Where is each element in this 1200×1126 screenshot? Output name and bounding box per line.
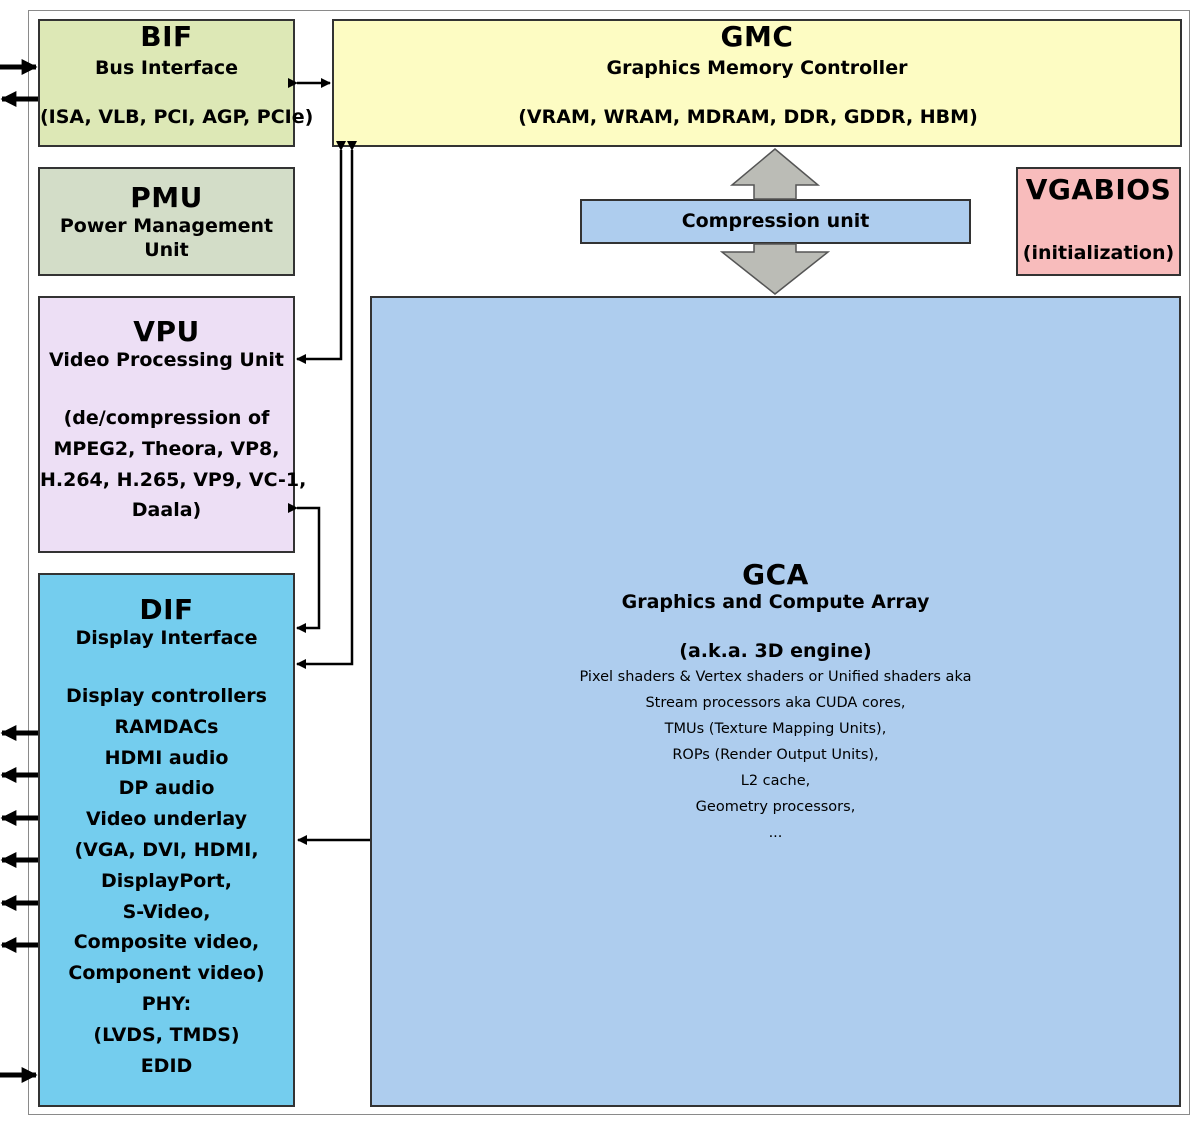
gmc-block: GMC Graphics Memory Controller (VRAM, WR… [332, 19, 1182, 147]
gpu-die-frame [28, 10, 1190, 1115]
gmc-vpu-link [296, 141, 346, 364]
pmu-line1: Power Management [59, 215, 274, 237]
vpu-block: VPU Video Processing Unit (de/compressio… [38, 296, 307, 553]
gca-detail-line: ROPs (Render Output Units), [672, 747, 879, 763]
dif-subtitle: Display Interface [75, 627, 258, 649]
gmc-subtitle: Graphics Memory Controller [606, 57, 908, 79]
dif-item: Display controllers [66, 685, 267, 707]
gmc-dif-link [296, 141, 357, 669]
gca-aka: (a.k.a. 3D engine) [679, 640, 872, 662]
gca-block: GCA Graphics and Compute Array (a.k.a. 3… [370, 296, 1181, 1107]
gca-detail-line: Stream processors aka CUDA cores, [645, 695, 906, 711]
vpu-codec-line: (de/compression of [63, 407, 270, 429]
gmc-title: GMC [720, 20, 794, 53]
dif-item: S-Video, [122, 900, 211, 923]
dif-item: DP audio [118, 777, 215, 800]
pmu-block: PMU Power Management Unit [38, 167, 295, 276]
compression-gca-arrow [719, 243, 831, 295]
vgabios-title: VGABIOS [1025, 173, 1172, 206]
gca-detail-line: ... [768, 825, 783, 841]
compression-unit: Compression unit [580, 199, 971, 244]
gca-subtitle: Graphics and Compute Array [621, 591, 930, 613]
bif-buses: (ISA, VLB, PCI, AGP, PCIe) [40, 106, 314, 128]
vgabios-note: (initialization) [1022, 242, 1175, 264]
vpu-codec-line: H.264, H.265, VP9, VC-1, [40, 468, 307, 491]
bif-subtitle: Bus Interface [94, 57, 239, 79]
vpu-title: VPU [133, 315, 200, 348]
dif-block: DIF Display Interface Display controller… [38, 573, 295, 1107]
vpu-subtitle: Video Processing Unit [49, 349, 284, 371]
vpu-codec-line: MPEG2, Theora, VP8, [53, 437, 280, 460]
gca-detail-line: Pixel shaders & Vertex shaders or Unifie… [579, 669, 972, 685]
vpu-codec-line: Daala) [131, 499, 202, 522]
dif-item: DisplayPort, [101, 869, 232, 892]
bif-title: BIF [140, 20, 193, 53]
gca-title: GCA [742, 558, 809, 591]
gca-detail-line: TMUs (Texture Mapping Units), [664, 721, 887, 737]
dif-item: HDMI audio [104, 746, 229, 769]
dif-item: Composite video, [73, 931, 260, 954]
pmu-title: PMU [130, 181, 203, 214]
vpu-dif-link [288, 503, 321, 633]
compression-label: Compression unit [681, 210, 870, 232]
dif-item: EDID [140, 1054, 193, 1077]
dif-item: RAMDACs [114, 715, 219, 738]
dif-item: PHY: [141, 992, 192, 1015]
dif-item: (LVDS, TMDS) [93, 1023, 240, 1046]
dif-item: Component video) [68, 962, 265, 985]
dif-title: DIF [139, 593, 194, 626]
dif-item: Video underlay [85, 808, 248, 831]
pmu-line2: Unit [144, 239, 189, 261]
gca-detail-line: L2 cache, [740, 773, 811, 789]
dif-item: (VGA, DVI, HDMI, [74, 838, 259, 861]
gmc-memory-types: (VRAM, WRAM, MDRAM, DDR, GDDR, HBM) [518, 106, 978, 128]
gca-detail-line: Geometry processors, [695, 799, 856, 815]
bif-block: BIF Bus Interface (ISA, VLB, PCI, AGP, P… [38, 19, 314, 147]
vgabios-block: VGABIOS (initialization) [1016, 167, 1181, 276]
gmc-compression-arrow [729, 148, 821, 200]
